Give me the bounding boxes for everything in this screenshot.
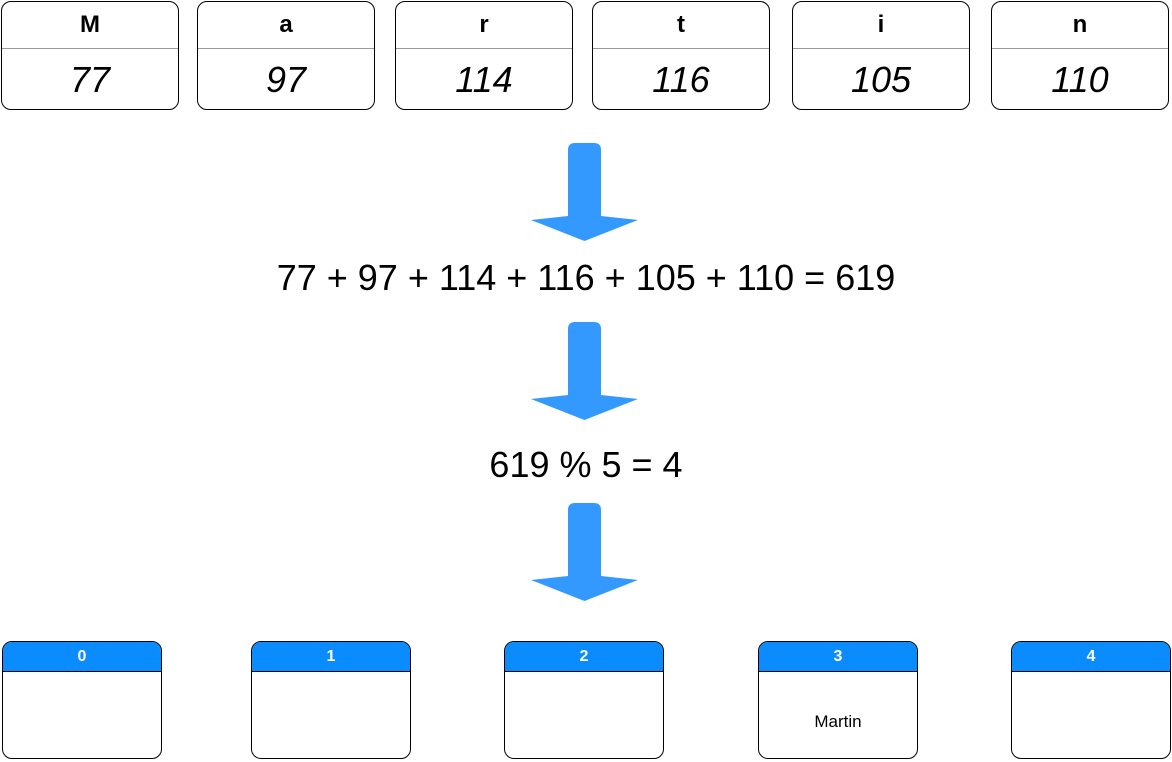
bucket-index: 3 xyxy=(759,642,917,672)
char-label: a xyxy=(198,2,374,49)
char-code: 105 xyxy=(850,59,912,100)
bucket-2: 2 xyxy=(504,641,664,759)
bucket-index: 4 xyxy=(1012,642,1170,672)
char-box-M: M 77 xyxy=(1,1,179,110)
char-code: 114 xyxy=(455,59,513,100)
bucket-3: 3 Martin xyxy=(758,641,918,759)
bucket-index: 0 xyxy=(3,642,161,672)
char-box-i: i 105 xyxy=(792,1,970,110)
char-box-n: n 110 xyxy=(991,1,1169,110)
char-label: n xyxy=(992,2,1168,49)
char-code: 110 xyxy=(1051,59,1109,100)
char-box-t: t 116 xyxy=(592,1,770,110)
sum-formula: 77 + 97 + 114 + 116 + 105 + 110 = 619 xyxy=(276,257,896,298)
mod-formula: 619 % 5 = 4 xyxy=(489,444,683,485)
char-box-r: r 114 xyxy=(395,1,573,110)
bucket-content xyxy=(252,672,410,758)
char-box-a: a 97 xyxy=(197,1,375,110)
bucket-0: 0 xyxy=(2,641,162,759)
char-code: 116 xyxy=(652,59,710,100)
bucket-content xyxy=(3,672,161,758)
bucket-content: Martin xyxy=(814,712,862,731)
char-label: M xyxy=(2,2,178,49)
down-arrow-icon xyxy=(531,503,638,601)
bucket-4: 4 xyxy=(1011,641,1171,759)
bucket-index: 1 xyxy=(252,642,410,672)
char-code: 77 xyxy=(69,59,111,100)
char-label: i xyxy=(793,2,969,49)
bucket-content xyxy=(505,672,663,758)
down-arrow-icon xyxy=(531,322,638,420)
bucket-1: 1 xyxy=(251,641,411,759)
bucket-index: 2 xyxy=(505,642,663,672)
down-arrow-icon xyxy=(531,143,638,241)
bucket-content xyxy=(1012,672,1170,758)
char-label: r xyxy=(396,2,572,49)
char-label: t xyxy=(593,2,769,49)
char-code: 97 xyxy=(265,59,307,100)
